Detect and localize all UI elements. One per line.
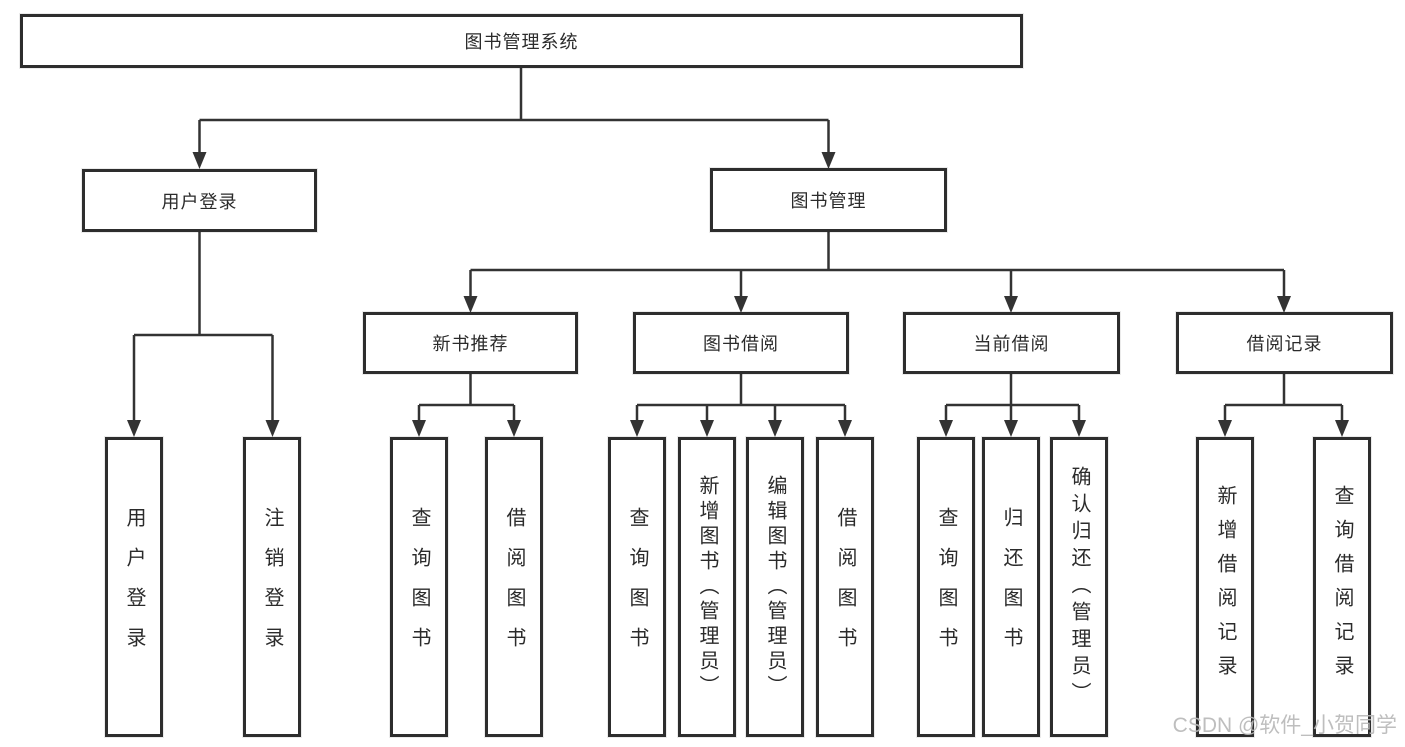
leaf-current-query-label: 查询图书	[935, 507, 957, 667]
node-root-label: 图书管理系统	[464, 32, 579, 52]
node-book-borrow-label: 图书借阅	[703, 334, 779, 354]
leaf-user-login: 用户登录	[105, 437, 163, 737]
leaf-newbook-borrow-label: 借阅图书	[503, 507, 525, 667]
leaf-borrow-add-book: 新增图书（管理员）	[678, 437, 736, 737]
node-user-login-label: 用户登录	[161, 191, 238, 212]
leaf-query-borrow-record: 查询借阅记录	[1313, 437, 1371, 737]
leaf-return-book-label: 归还图书	[1000, 507, 1022, 667]
leaf-borrow-query: 查询图书	[608, 437, 666, 737]
node-book-management: 图书管理	[710, 168, 947, 232]
leaf-add-borrow-record-label: 新增借阅记录	[1214, 485, 1236, 689]
leaf-query-borrow-record-label: 查询借阅记录	[1331, 485, 1353, 689]
leaf-borrow-edit-book: 编辑图书（管理员）	[746, 437, 804, 737]
node-current-borrow: 当前借阅	[903, 312, 1120, 374]
node-new-book-recommend-label: 新书推荐	[432, 334, 509, 354]
leaf-logout-label: 注销登录	[261, 507, 283, 667]
leaf-borrow-query-label: 查询图书	[626, 507, 648, 667]
leaf-newbook-borrow: 借阅图书	[485, 437, 543, 737]
leaf-user-login-label: 用户登录	[123, 507, 145, 667]
leaf-newbook-query-label: 查询图书	[408, 507, 430, 667]
arrowheads	[127, 152, 1349, 437]
leaf-confirm-return: 确认归还（管理员）	[1050, 437, 1108, 737]
leaf-current-query: 查询图书	[917, 437, 975, 737]
node-book-management-label: 图书管理	[790, 191, 867, 211]
node-borrow-records: 借阅记录	[1176, 312, 1393, 374]
leaf-borrow-book: 借阅图书	[816, 437, 874, 737]
csdn-watermark: CSDN @软件_小贺同学	[1172, 714, 1397, 737]
leaf-newbook-query: 查询图书	[390, 437, 448, 737]
node-borrow-records-label: 借阅记录	[1246, 334, 1323, 354]
leaf-confirm-return-label: 确认归还（管理员）	[1068, 465, 1090, 709]
leaf-add-borrow-record: 新增借阅记录	[1196, 437, 1254, 737]
node-user-login: 用户登录	[82, 169, 317, 232]
node-book-borrow: 图书借阅	[633, 312, 849, 374]
node-root: 图书管理系统	[20, 14, 1023, 68]
leaf-return-book: 归还图书	[982, 437, 1040, 737]
leaf-borrow-add-book-label: 新增图书（管理员）	[696, 474, 718, 700]
leaf-borrow-book-label: 借阅图书	[834, 507, 856, 667]
leaf-borrow-edit-book-label: 编辑图书（管理员）	[764, 474, 786, 700]
node-current-borrow-label: 当前借阅	[973, 334, 1050, 354]
leaf-logout: 注销登录	[243, 437, 301, 737]
node-new-book-recommend: 新书推荐	[363, 312, 578, 374]
